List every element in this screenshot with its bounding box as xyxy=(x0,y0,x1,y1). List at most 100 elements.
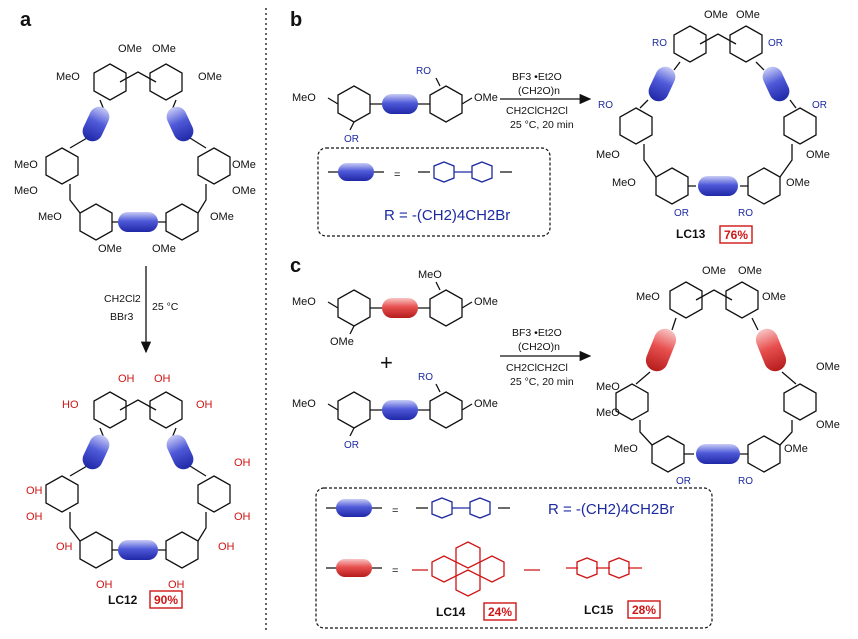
ome-label: OMe xyxy=(806,149,830,161)
ch2-bridge xyxy=(779,144,793,178)
ome-label: OMe xyxy=(152,243,176,255)
yield-lc14: 24% xyxy=(488,605,512,619)
benzene-ring xyxy=(725,281,759,319)
oh-label: OH xyxy=(196,399,213,411)
benzene-ring xyxy=(149,391,183,429)
ome-label: OMe xyxy=(816,419,840,431)
linker-bond xyxy=(635,317,797,455)
pyrene-linker-red xyxy=(382,298,418,318)
ro-label: RO xyxy=(652,38,667,49)
pyrene-linker-red xyxy=(645,328,677,372)
benzene-ring xyxy=(729,25,763,63)
ch2-bridge xyxy=(69,184,81,214)
ro-label: RO xyxy=(418,372,433,383)
linker-bond xyxy=(327,281,473,335)
benzene-ring xyxy=(149,63,183,101)
ch2-bridge xyxy=(197,512,207,542)
benzene-ring xyxy=(79,531,113,569)
solvent-label: CH2Cl2 xyxy=(104,293,141,305)
biphenyl-linker-blue xyxy=(82,106,110,142)
ch2-bridge xyxy=(639,420,653,446)
ome-label: OMe xyxy=(736,9,760,21)
yield-box-lc15 xyxy=(627,600,661,619)
macrocycle-c: OMe OMe MeO OMe MeO MeO OMe OMe MeO OMe … xyxy=(596,265,840,487)
oh-label: OH xyxy=(26,511,43,523)
pyrene-ring xyxy=(455,569,481,597)
macrocycle-lc12: OH OH HO OH OH OH OH OH OH OH OH OH xyxy=(26,373,251,591)
ome-label: OMe xyxy=(232,159,256,171)
phenylene-ring xyxy=(433,161,455,183)
panel-label-b: b xyxy=(290,9,302,31)
ro-label: RO xyxy=(598,100,613,111)
biphenyl-linker-blue xyxy=(762,66,790,102)
or-label: OR xyxy=(768,38,783,49)
pyrene-ring xyxy=(479,555,505,583)
benzene-ring xyxy=(429,85,463,123)
biphenyl-linker-blue xyxy=(166,434,194,470)
ome-label: OMe xyxy=(118,43,142,55)
benzene-ring xyxy=(165,203,199,241)
ch2-bridge xyxy=(779,420,793,446)
pyrene-linker-red xyxy=(755,328,787,372)
benzene-ring xyxy=(93,391,127,429)
ch2-bridge xyxy=(197,184,207,214)
oh-label: OH xyxy=(218,541,235,553)
yield-box-lc14 xyxy=(483,602,517,621)
meo-label: MeO xyxy=(596,381,620,393)
meo-label: MeO xyxy=(292,398,316,410)
ome-label: OMe xyxy=(330,336,354,348)
panel-label-a: a xyxy=(20,9,32,31)
benzene-ring xyxy=(429,289,463,327)
compound-name-lc14: LC14 xyxy=(436,605,466,619)
yield-box-lc12 xyxy=(149,590,183,609)
benzene-ring xyxy=(783,383,817,421)
legend-linker-blue xyxy=(338,163,374,181)
ome-label: OMe xyxy=(816,361,840,373)
monomer-c-red: MeO OMe OMe MeO xyxy=(292,269,498,348)
or-label: OR xyxy=(812,100,827,111)
legend-box-b xyxy=(317,147,551,237)
phenylene-ring xyxy=(471,161,493,183)
benzene-ring xyxy=(747,167,781,205)
benzene-ring xyxy=(619,107,653,145)
panel-label-c: c xyxy=(290,255,301,277)
pyrene-ring xyxy=(455,541,481,569)
ome-label: OMe xyxy=(98,243,122,255)
phenylene-ring xyxy=(576,557,598,579)
condition-line: CH2ClCH2Cl xyxy=(506,105,568,117)
meo-label: MeO xyxy=(612,177,636,189)
meo-label: MeO xyxy=(38,211,62,223)
ome-label: OMe xyxy=(704,9,728,21)
oh-label: OH xyxy=(168,579,185,591)
ome-label: OMe xyxy=(784,443,808,455)
benzene-ring xyxy=(429,391,463,429)
ome-label: OMe xyxy=(762,291,786,303)
condition-line: BF3 •Et2O xyxy=(512,71,562,83)
meo-label: MeO xyxy=(596,149,620,161)
ome-label: OMe xyxy=(198,71,222,83)
oh-label: OH xyxy=(118,373,135,385)
linker-bond xyxy=(639,61,797,187)
legend-linker-blue xyxy=(336,499,372,517)
reagent-label: BBr3 xyxy=(110,311,134,323)
oh-label: OH xyxy=(234,511,251,523)
ch2-bridge xyxy=(643,144,657,178)
equals-sign: = xyxy=(394,169,400,181)
benzene-ring xyxy=(79,203,113,241)
compound-name-lc13: LC13 xyxy=(676,227,706,241)
ro-label: RO xyxy=(738,208,753,219)
oh-label: OH xyxy=(26,485,43,497)
ome-label: OMe xyxy=(474,398,498,410)
ome-label: OMe xyxy=(474,296,498,308)
benzene-ring xyxy=(337,85,371,123)
plus-sign: + xyxy=(380,350,393,375)
r-group-definition: R = -(CH2)4CH2Br xyxy=(548,501,674,518)
benzene-ring xyxy=(93,63,127,101)
or-label: OR xyxy=(344,440,359,451)
meo-label: MeO xyxy=(418,269,442,281)
meo-label: MeO xyxy=(14,159,38,171)
condition-line: 25 °C, 20 min xyxy=(510,376,574,388)
meo-label: MeO xyxy=(14,185,38,197)
biphenyl-linker-blue xyxy=(118,212,158,232)
monomer-c-blue: MeO OMe OR RO xyxy=(292,372,498,451)
